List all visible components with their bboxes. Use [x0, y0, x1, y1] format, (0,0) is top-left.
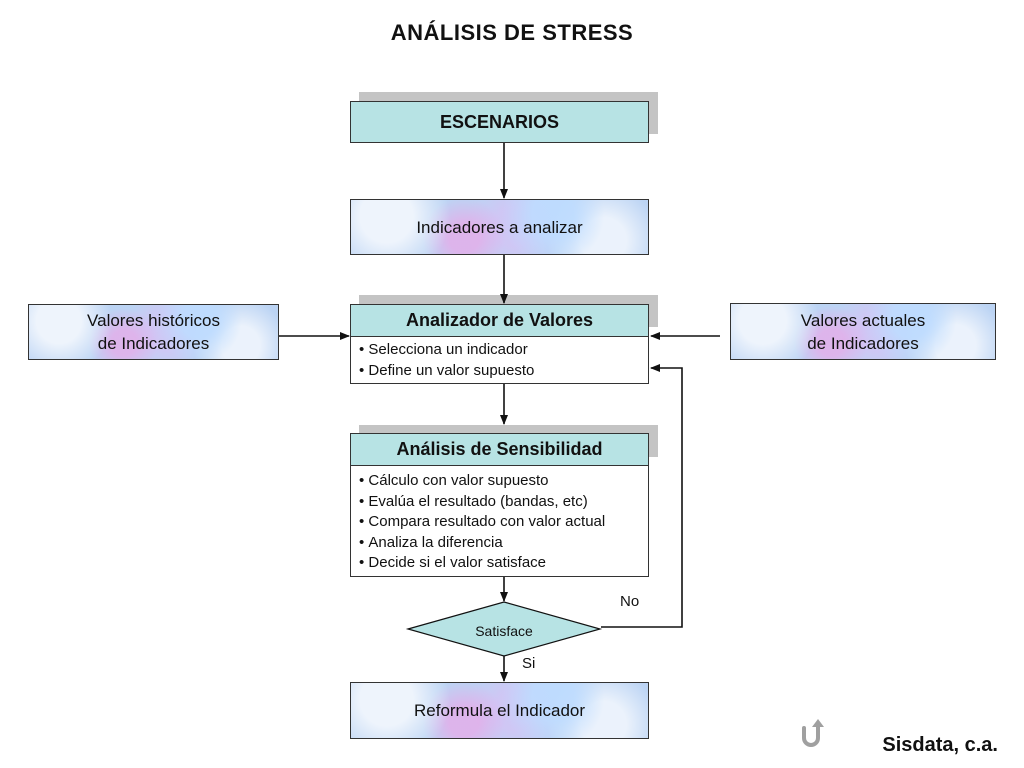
historicos-line-1: Valores históricos	[87, 311, 220, 330]
sensibilidad-header: Análisis de Sensibilidad	[350, 433, 649, 466]
return-arrow-icon[interactable]	[796, 718, 826, 750]
analizador-details: Selecciona un indicador Define un valor …	[350, 336, 649, 384]
analizador-item: Define un valor supuesto	[359, 361, 640, 382]
sensibilidad-title: Análisis de Sensibilidad	[396, 439, 603, 459]
sensibilidad-item: Analiza la diferencia	[359, 533, 640, 554]
sensibilidad-item: Cálculo con valor supuesto	[359, 471, 640, 492]
decision-diamond	[405, 601, 603, 657]
actuales-line-2: de Indicadores	[807, 333, 919, 353]
sensibilidad-item: Evalúa el resultado (bandas, etc)	[359, 492, 640, 513]
sensibilidad-item: Compara resultado con valor actual	[359, 512, 640, 533]
indicadores-box: Indicadores a analizar	[350, 199, 649, 255]
edge-label-si: Si	[522, 655, 536, 672]
indicadores-label: Indicadores a analizar	[416, 217, 583, 237]
historicos-box: Valores históricos de Indicadores	[28, 304, 279, 360]
analizador-header: Analizador de Valores	[350, 304, 649, 337]
reformula-box: Reformula el Indicador	[350, 682, 649, 739]
sensibilidad-item: Decide si el valor satisface	[359, 553, 640, 574]
page-title: ANÁLISIS DE STRESS	[390, 20, 634, 45]
brand-footer: Sisdata, c.a.	[882, 734, 998, 756]
escenarios-label: ESCENARIOS	[439, 111, 560, 132]
actuales-box: Valores actuales de Indicadores	[730, 303, 996, 360]
edge-label-no: No	[620, 593, 640, 610]
actuales-line-1: Valores actuales	[800, 310, 926, 330]
arrow-no-loop	[601, 364, 683, 628]
analizador-title: Analizador de Valores	[405, 310, 594, 330]
sensibilidad-details: Cálculo con valor supuesto Evalúa el res…	[350, 465, 649, 577]
escenarios-box: ESCENARIOS	[350, 101, 649, 143]
historicos-line-2: de Indicadores	[97, 334, 210, 353]
decision-label: Satisface	[475, 623, 533, 639]
reformula-label: Reformula el Indicador	[413, 701, 586, 720]
analizador-item: Selecciona un indicador	[359, 340, 640, 361]
